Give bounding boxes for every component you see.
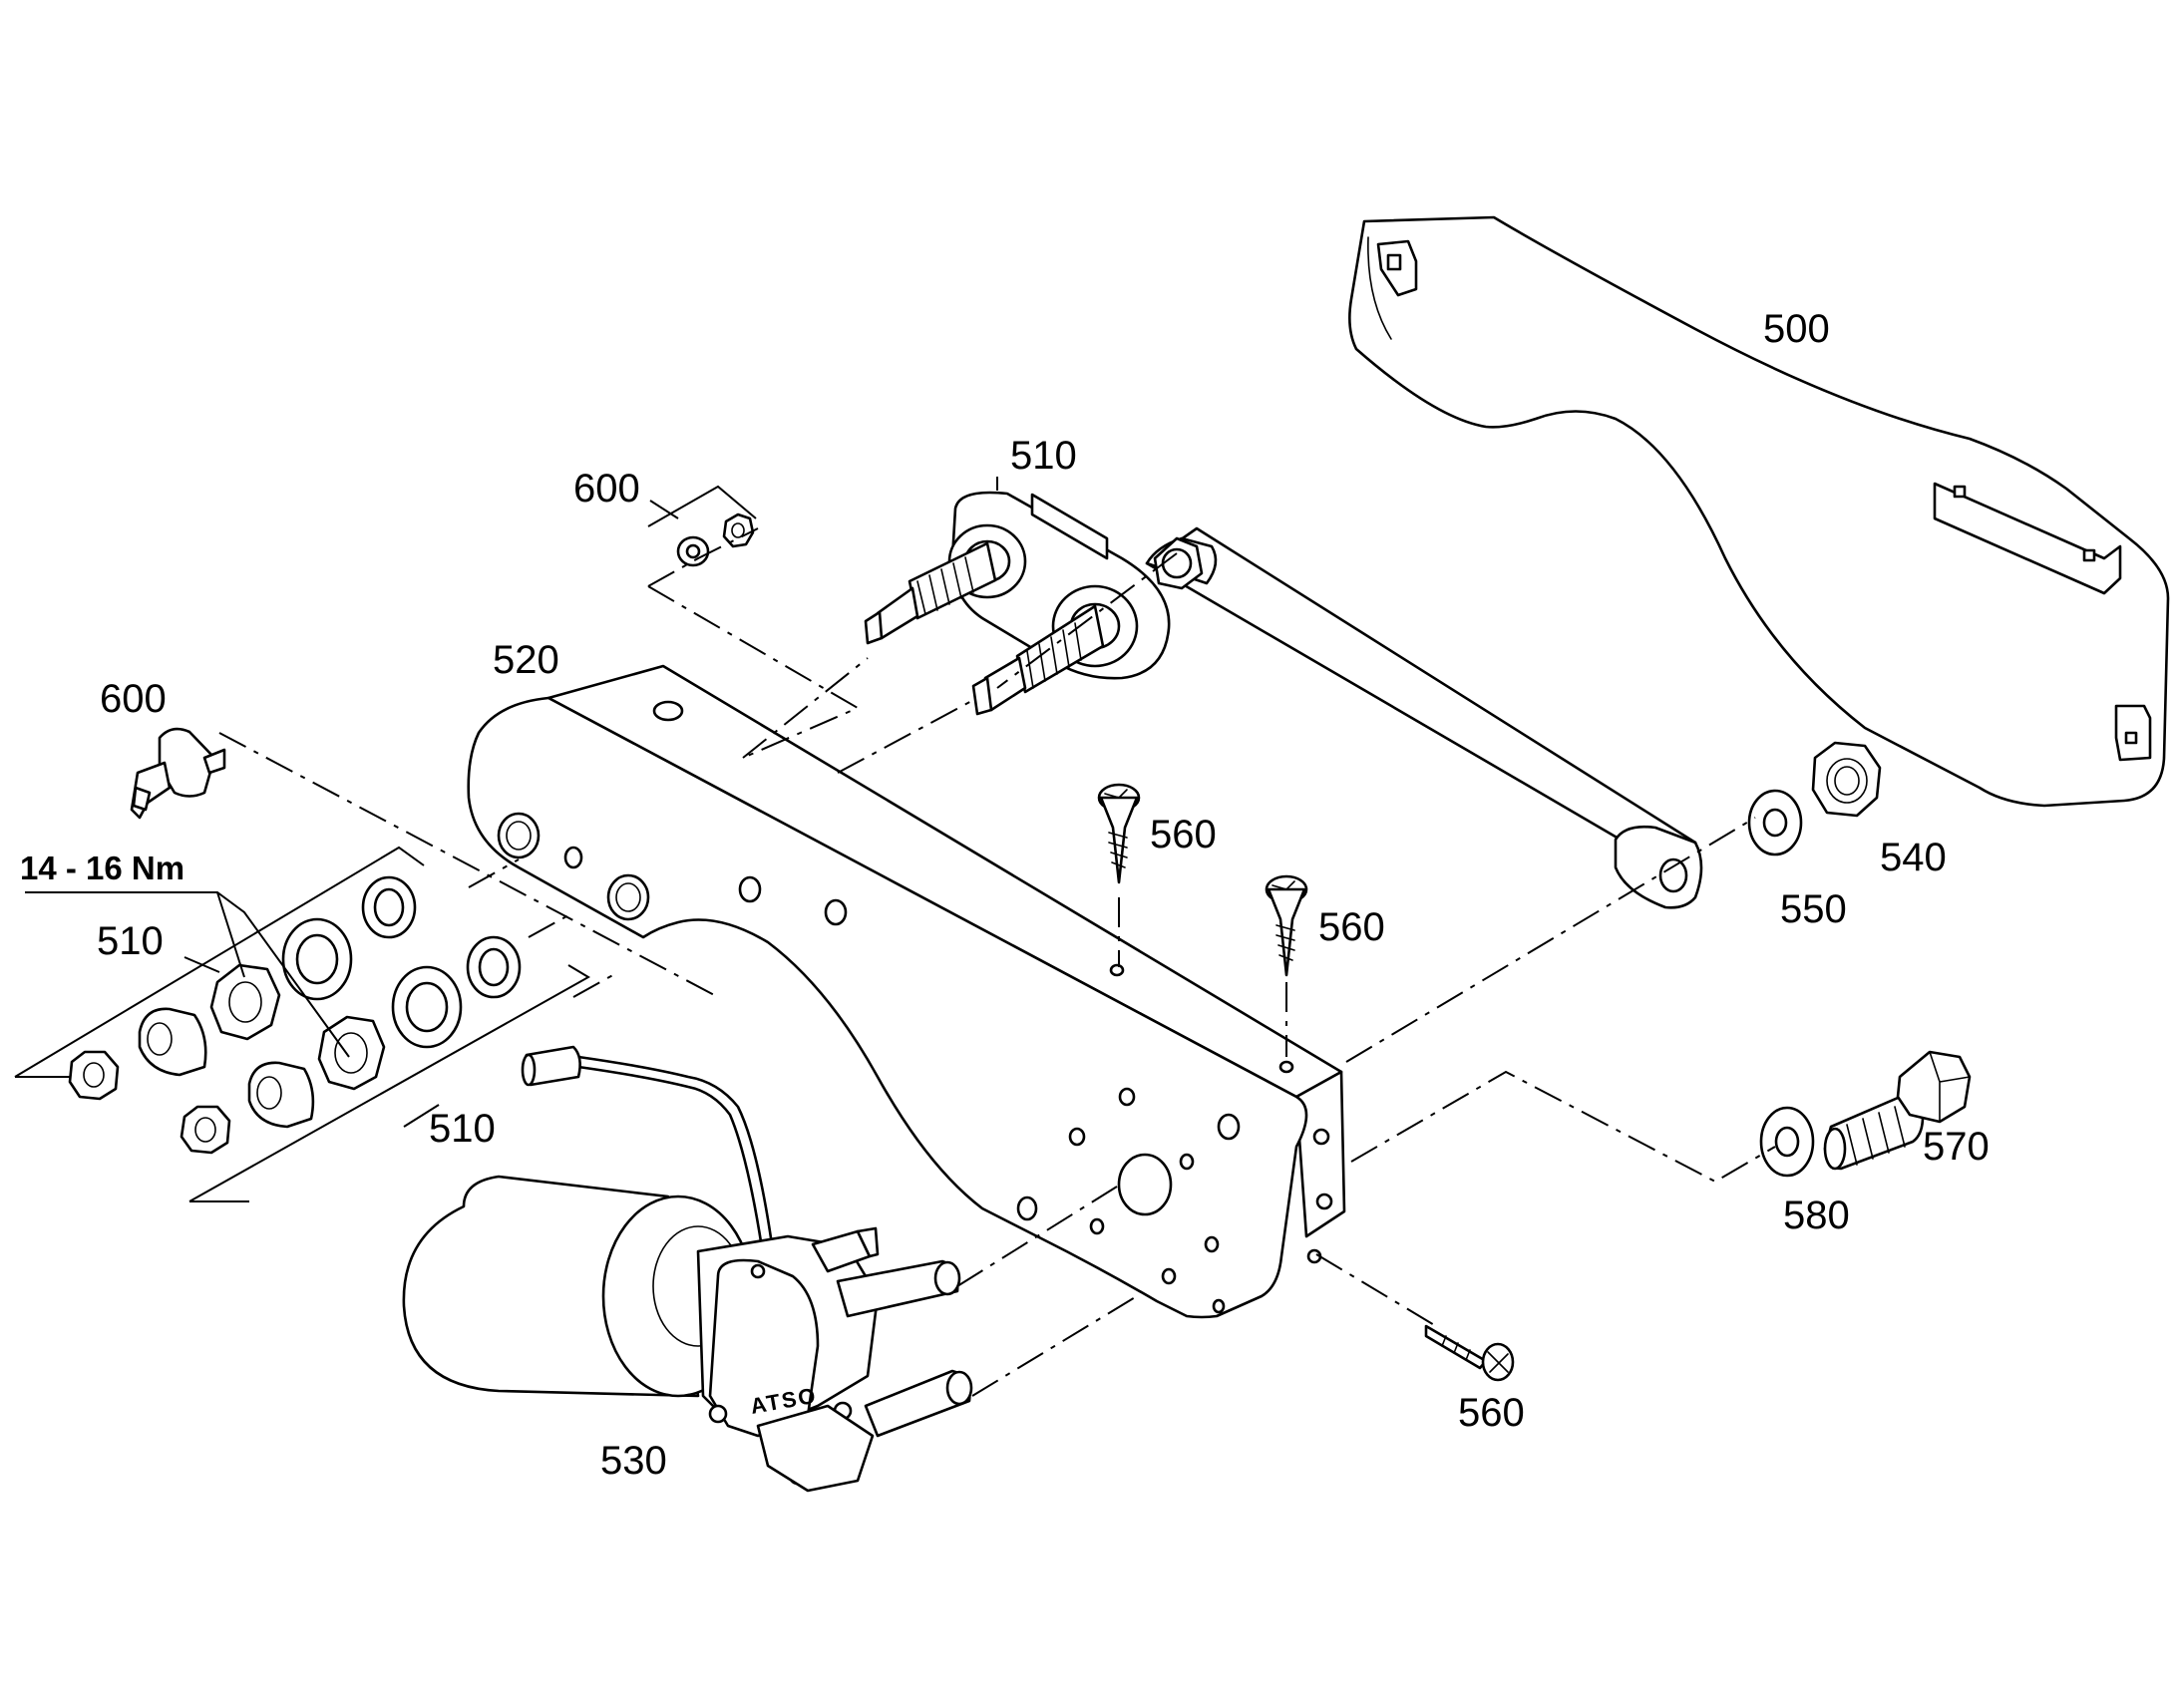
callout-580: 580 <box>1783 1194 1850 1237</box>
callout-500: 500 <box>1763 307 1830 351</box>
washer-580 <box>1759 1106 1815 1178</box>
callout-labels: 500 510 600 520 600 14 - 16 Nm 510 510 5… <box>20 307 1990 1483</box>
callout-560-a: 560 <box>1150 813 1217 856</box>
bolt-570 <box>1823 1050 1972 1171</box>
screw-560-a <box>1097 783 1141 884</box>
seal-nut-set-510-upper <box>68 875 417 1101</box>
wiper-motor-530: ATSO <box>402 1045 973 1493</box>
screw-560-b <box>1265 874 1308 977</box>
callout-520: 520 <box>493 638 559 682</box>
cover-plate-500 <box>1348 215 2170 808</box>
callout-560-b: 560 <box>1318 905 1385 949</box>
callout-560-c: 560 <box>1458 1391 1525 1435</box>
callout-550: 550 <box>1780 887 1847 931</box>
mounting-frame-520 <box>467 664 1346 1319</box>
washer-550 <box>1747 789 1803 856</box>
callout-570: 570 <box>1923 1125 1990 1169</box>
callout-540: 540 <box>1880 836 1947 879</box>
callout-530: 530 <box>600 1439 667 1483</box>
callout-510-left: 510 <box>97 919 164 963</box>
nut-540 <box>1811 741 1882 818</box>
callout-600-left: 600 <box>100 677 167 721</box>
callout-510-top: 510 <box>1010 434 1077 478</box>
assembly-center-lines <box>14 477 1776 1397</box>
fitting-600-top <box>676 512 755 567</box>
callout-600-top: 600 <box>573 467 640 511</box>
screw-560-c <box>1424 1324 1515 1382</box>
seal-nut-set-510-lower <box>180 935 522 1155</box>
washer-fitting-600-left <box>130 727 226 820</box>
callout-510-bottom: 510 <box>429 1107 496 1151</box>
spindle-linkage-510 <box>864 491 1703 909</box>
torque-spec: 14 - 16 Nm <box>20 850 184 886</box>
